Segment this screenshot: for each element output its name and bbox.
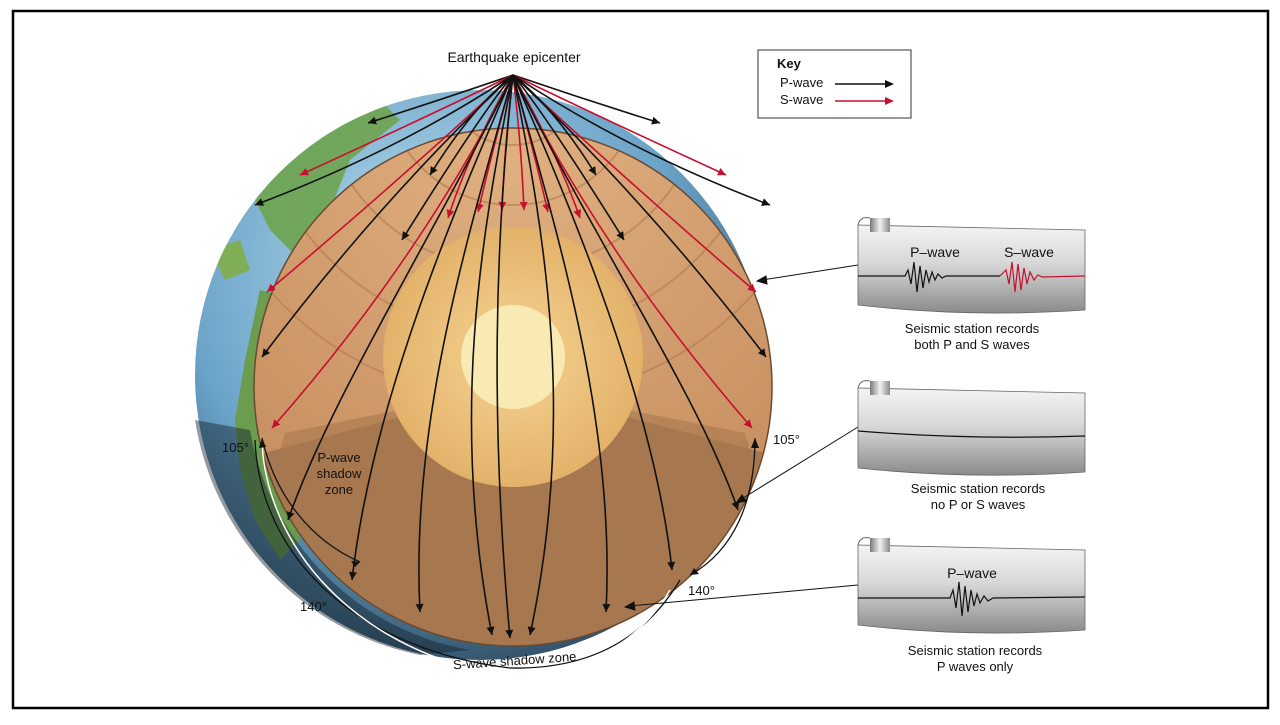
angle-label-right-105: 105° <box>773 432 800 447</box>
s-wave-trace <box>999 261 1086 293</box>
angle-label-left-140: 140° <box>300 599 327 614</box>
legend-title: Key <box>777 56 802 71</box>
p-wave-shadow-zone-label: P-wave shadow zone <box>317 450 362 497</box>
p-shadow-line-3: zone <box>325 482 353 497</box>
p-wave-arrowhead <box>402 231 410 240</box>
paper-roll <box>870 381 890 395</box>
s-wave-ray <box>512 74 727 176</box>
p-shadow-line-2: shadow <box>317 466 362 481</box>
station-pointers <box>623 264 859 611</box>
legend-item-p-wave: P-wave <box>780 75 823 90</box>
seismogram-drum <box>857 224 1086 314</box>
paper-roll <box>870 218 890 232</box>
station-caption-line-2: no P or S waves <box>931 497 1026 512</box>
s-wave-arrowhead <box>747 283 756 292</box>
p-wave-ray <box>512 74 661 124</box>
station-caption-line-1: Seismic station records <box>911 481 1046 496</box>
p-wave-arrowhead <box>430 166 438 175</box>
p-wave-arrowhead <box>616 231 624 240</box>
station-caption-line-1: Seismic station records <box>908 643 1043 658</box>
arc-arrowheads <box>259 438 759 575</box>
p-wave-ray <box>367 74 514 124</box>
p-wave-ray-through-core <box>512 74 673 571</box>
p-wave-ray-through-core <box>512 74 555 636</box>
p-wave-ray <box>254 74 514 206</box>
p-wave-ray-through-core <box>287 74 514 521</box>
p-wave-arrowhead <box>368 116 377 125</box>
p-wave-ray-through-core <box>351 74 514 581</box>
seismic-station-3: P–wave Seismic station records P waves o… <box>857 537 1086 674</box>
p-wave-arrowhead <box>651 116 660 125</box>
trace-label-p-wave: P–wave <box>910 244 960 260</box>
s-wave-arrowhead <box>573 209 582 218</box>
p-wave-ray <box>429 74 514 176</box>
station-caption-line-2: P waves only <box>937 659 1014 674</box>
p-wave-ray-through-core <box>512 74 608 613</box>
trace-label-s-wave: S–wave <box>1004 244 1054 260</box>
angle-label-left-105: 105° <box>222 440 249 455</box>
s-wave-arrowhead <box>475 203 484 212</box>
s-wave-arrowhead <box>519 201 528 210</box>
legend-key: Key P-wave S-wave <box>757 49 912 119</box>
p-wave-arrowhead <box>527 626 536 635</box>
s-wave-arrowhead <box>542 203 551 212</box>
epicenter-label: Earthquake epicenter <box>447 49 580 65</box>
p-wave-arrowhead <box>348 571 357 580</box>
p-wave-arrowhead <box>761 198 770 206</box>
legend-item-s-wave: S-wave <box>780 92 823 107</box>
p-wave-arrowhead <box>286 511 295 520</box>
shadow-zone-arcs <box>254 437 756 676</box>
paper-roll <box>870 538 890 552</box>
p-wave-ray-through-core <box>418 74 514 613</box>
p-wave-arrowhead <box>731 501 740 510</box>
image-frame <box>11 9 1270 710</box>
p-wave-arrowhead <box>667 561 676 570</box>
s-wave-arrowhead <box>446 209 455 218</box>
station-caption-line-2: both P and S waves <box>914 337 1030 352</box>
p-wave-ray <box>512 74 771 206</box>
p-wave-arrowhead <box>255 198 264 206</box>
s-wave-arrowhead <box>717 168 726 176</box>
p-wave-trace <box>858 261 1000 293</box>
p-wave-arrowhead <box>415 603 424 612</box>
legend-s-arrowhead <box>885 97 894 105</box>
wave-rays <box>254 74 771 639</box>
seismic-station-2: Seismic station records no P or S waves <box>857 380 1086 512</box>
p-wave-arrowhead <box>486 626 495 635</box>
p-wave-ray-through-core <box>470 74 514 636</box>
seismic-station-1: P–wave S–wave Seismic station records bo… <box>857 217 1086 352</box>
p-wave-ray <box>401 74 514 241</box>
p-wave-ray-through-core <box>496 74 514 639</box>
s-wave-ray <box>299 74 514 176</box>
inner-core <box>461 305 565 409</box>
p-wave-arrowhead <box>262 348 271 357</box>
p-wave-arrowhead <box>602 603 611 612</box>
trace-label-p-wave: P–wave <box>947 565 997 581</box>
p-wave-arrowhead <box>757 348 766 357</box>
p-wave-ray <box>512 74 625 241</box>
station-caption-line-1: Seismic station records <box>905 321 1040 336</box>
p-wave-ray <box>512 74 597 176</box>
s-wave-arrowhead <box>300 168 309 176</box>
s-wave-arrowhead <box>743 419 752 428</box>
s-wave-arrowhead <box>267 283 276 292</box>
p-wave-arrowhead <box>505 629 514 638</box>
p-wave-ray-through-core <box>512 74 739 511</box>
legend-p-arrowhead <box>885 80 894 88</box>
p-wave-arrowhead <box>588 166 596 175</box>
angle-label-right-140: 140° <box>688 583 715 598</box>
p-wave-trace <box>858 581 1086 617</box>
s-wave-ray <box>512 74 525 211</box>
p-shadow-line-1: P-wave <box>317 450 360 465</box>
flat-trace <box>857 430 1086 438</box>
s-wave-arrowhead <box>272 419 281 428</box>
seismogram-drum <box>857 544 1086 634</box>
seismogram-drum <box>857 387 1086 476</box>
